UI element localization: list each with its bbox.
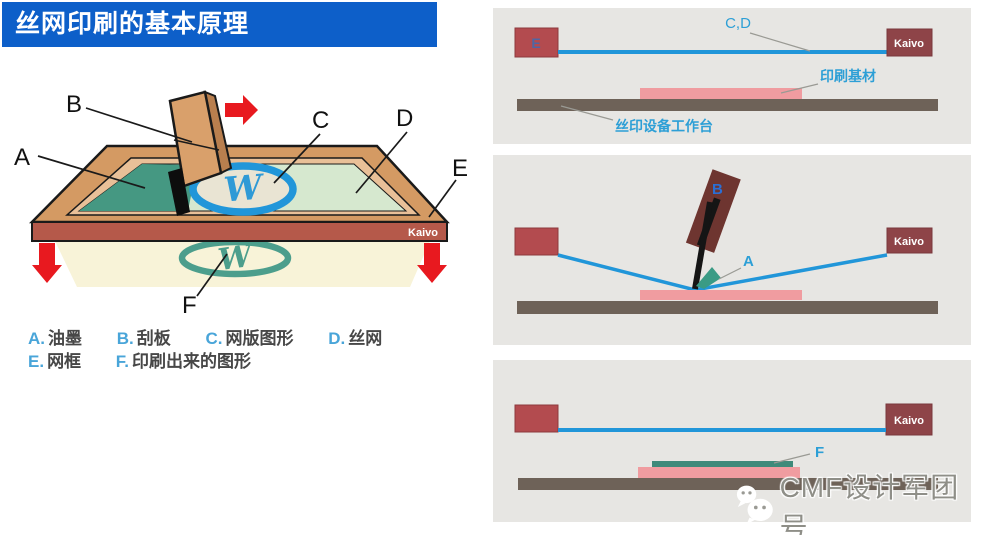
arrow-right-icon bbox=[225, 95, 258, 125]
substrate-callout-line bbox=[780, 83, 819, 94]
watermark: CMF设计军团号 bbox=[733, 466, 982, 535]
legend-row-1: A.油墨 B.刮板 C.网版图形 D.丝网 bbox=[28, 327, 468, 350]
callout-line-b bbox=[85, 107, 193, 143]
brand-block bbox=[886, 28, 933, 57]
printed-substrate bbox=[55, 241, 430, 287]
worktable-callout-line bbox=[560, 105, 614, 121]
callout-line-c bbox=[273, 133, 321, 184]
legend-item-b: B.刮板 bbox=[116, 329, 171, 348]
wechat-icon bbox=[736, 485, 773, 525]
callout-line-f bbox=[196, 253, 228, 297]
substrate-block bbox=[640, 88, 802, 99]
callout-a: A bbox=[14, 144, 30, 171]
legend: A.油墨 B.刮板 C.网版图形 D.丝网 E.网框 F.印刷出来的图形 bbox=[28, 327, 468, 373]
callout-c: C bbox=[312, 107, 329, 134]
legend-item-c: C.网版图形 bbox=[205, 329, 294, 348]
ink-blob bbox=[696, 267, 721, 289]
frame-front-bar bbox=[31, 221, 448, 242]
worktable-block bbox=[518, 478, 938, 490]
substrate-block bbox=[638, 467, 800, 478]
step-panel-2: Kaivo B A bbox=[493, 155, 971, 345]
brand-block bbox=[886, 227, 933, 254]
ink-area bbox=[79, 164, 197, 211]
squeegee-blade bbox=[692, 201, 713, 290]
legend-item-d: D.丝网 bbox=[328, 329, 383, 348]
stencil-logo-letter: W bbox=[222, 167, 266, 210]
callout-e: E bbox=[452, 155, 468, 182]
screen-line-deflected bbox=[557, 253, 888, 292]
brand-label: Kaivo bbox=[408, 227, 438, 239]
title-banner: 丝网印刷的基本原理 bbox=[2, 2, 437, 47]
callout-line-d bbox=[355, 131, 408, 194]
page-title: 丝网印刷的基本原理 bbox=[15, 10, 250, 38]
brand-label: Kaivo bbox=[894, 415, 924, 427]
legend-item-e: E.网框 bbox=[28, 352, 82, 371]
squeegee-blade bbox=[168, 168, 190, 216]
frame-e-label: E bbox=[531, 35, 540, 51]
worktable-block bbox=[517, 301, 938, 314]
brand-label: Kaivo bbox=[894, 236, 924, 248]
callout-line-a bbox=[37, 155, 146, 189]
a-callout-line bbox=[718, 267, 742, 280]
main-screen-print-diagram: W W Kaivo A B C D E F bbox=[14, 90, 468, 319]
legend-row-2: E.网框 F.印刷出来的图形 bbox=[28, 350, 468, 373]
frame-block-left bbox=[514, 227, 559, 256]
screen-line bbox=[558, 428, 886, 432]
squeegee-seam bbox=[173, 139, 220, 151]
worktable-callout: 丝印设备工作台 bbox=[615, 118, 713, 134]
legend-item-f: F.印刷出来的图形 bbox=[115, 352, 252, 371]
cd-callout-line bbox=[749, 32, 811, 52]
f-callout-line bbox=[773, 453, 811, 464]
screen-line bbox=[558, 50, 887, 54]
stencil-logo-ring bbox=[189, 162, 297, 216]
callout-f: F bbox=[182, 292, 197, 319]
printed-image-block bbox=[652, 461, 793, 467]
arrow-down-left-icon bbox=[32, 243, 62, 283]
frame-block-left bbox=[514, 404, 559, 433]
brand-label: Kaivo bbox=[894, 38, 924, 50]
step-panel-3: Kaivo F bbox=[493, 360, 971, 522]
worktable-block bbox=[517, 99, 938, 111]
b-callout: B bbox=[712, 181, 723, 198]
a-callout: A bbox=[743, 253, 754, 270]
legend-item-a: A.油墨 bbox=[28, 329, 82, 348]
watermark-text: CMF设计军团号 bbox=[779, 472, 960, 535]
substrate-block bbox=[640, 290, 802, 300]
frame-block-left bbox=[514, 27, 559, 58]
f-callout: F bbox=[815, 444, 824, 461]
brand-block bbox=[885, 403, 933, 436]
squeegee-front-face bbox=[168, 90, 223, 188]
callout-line-e bbox=[428, 179, 457, 218]
substrate-callout: 印刷基材 bbox=[820, 68, 876, 84]
cd-callout: C,D bbox=[725, 15, 751, 32]
arrow-down-right-icon bbox=[417, 243, 447, 283]
callout-d: D bbox=[396, 105, 413, 132]
callout-b: B bbox=[66, 91, 82, 118]
step-panel-1: E Kaivo C,D 印刷基材 丝印设备工作台 bbox=[493, 8, 971, 144]
